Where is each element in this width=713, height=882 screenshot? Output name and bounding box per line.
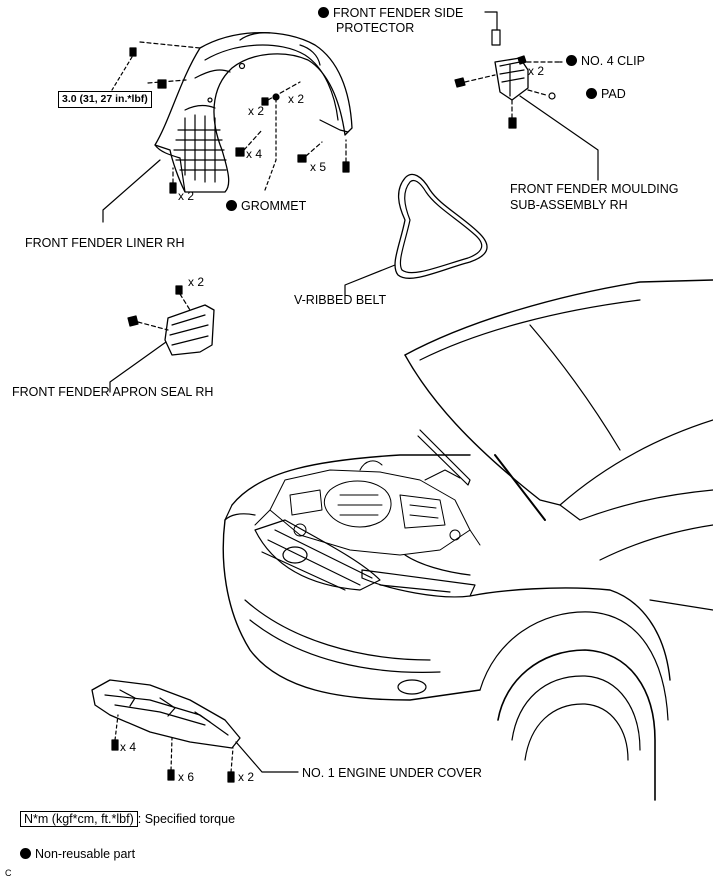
qty-clip: x 2 — [528, 64, 545, 78]
liner-leader-line — [102, 159, 161, 223]
label-grommet: GROMMET — [226, 199, 306, 214]
qty-apron-bolt: x 2 — [188, 275, 205, 289]
label-front-fender-apron-seal: FRONT FENDER APRON SEAL RH — [12, 385, 214, 399]
label-front-fender-moulding-line2: SUB-ASSEMBLY RH — [510, 198, 628, 212]
label-front-fender-side-protector: FRONT FENDER SIDE — [318, 6, 463, 21]
qty-cover-mid: x 6 — [178, 770, 195, 784]
non-reusable-dot-icon — [586, 88, 597, 99]
non-reusable-dot-icon — [318, 7, 329, 18]
non-reusable-dot-icon — [226, 200, 237, 211]
engine-under-cover-drawing — [91, 679, 299, 783]
vehicle-front-drawing — [222, 279, 713, 801]
front-fender-liner-drawing — [154, 31, 353, 193]
legend-units-desc: : Specified torque — [137, 812, 236, 826]
qty-cover-right: x 2 — [238, 770, 255, 784]
label-front-fender-moulding: FRONT FENDER MOULDING — [510, 182, 679, 196]
qty-liner-screw: x 2 — [248, 104, 265, 118]
qty-cover-left: x 4 — [120, 740, 137, 754]
front-fender-apron-seal-drawing — [109, 285, 215, 393]
qty-liner-grommet: x 2 — [288, 92, 305, 106]
label-engine-under-cover: NO. 1 ENGINE UNDER COVER — [302, 766, 482, 780]
legend-units-box: N*m (kgf*cm, ft.*lbf) — [20, 811, 138, 827]
non-reusable-dot-icon — [20, 848, 31, 859]
non-reusable-dot-icon — [566, 55, 577, 66]
qty-liner-bottom: x 2 — [178, 189, 195, 203]
torque-spec-box: 3.0 (31, 27 in.*lbf) — [58, 91, 152, 108]
corner-mark: C — [5, 868, 12, 878]
label-front-fender-side-protector-line2: PROTECTOR — [336, 21, 415, 35]
v-ribbed-belt-drawing — [344, 173, 488, 296]
grommet-leader-line — [264, 98, 277, 191]
label-no4-clip: NO. 4 CLIP — [566, 54, 645, 69]
front-fender-moulding-drawing — [454, 11, 599, 181]
label-pad: PAD — [586, 87, 626, 102]
liner-fastener-group — [111, 41, 350, 194]
qty-liner-clip4: x 4 — [246, 147, 263, 161]
legend-non-reusable: Non-reusable part — [20, 847, 135, 862]
label-front-fender-liner: FRONT FENDER LINER RH — [25, 236, 185, 250]
legend-torque: N*m (kgf*cm, ft.*lbf): Specified torque — [20, 811, 236, 827]
qty-liner-clip5: x 5 — [310, 160, 327, 174]
label-v-ribbed-belt: V-RIBBED BELT — [294, 293, 387, 307]
